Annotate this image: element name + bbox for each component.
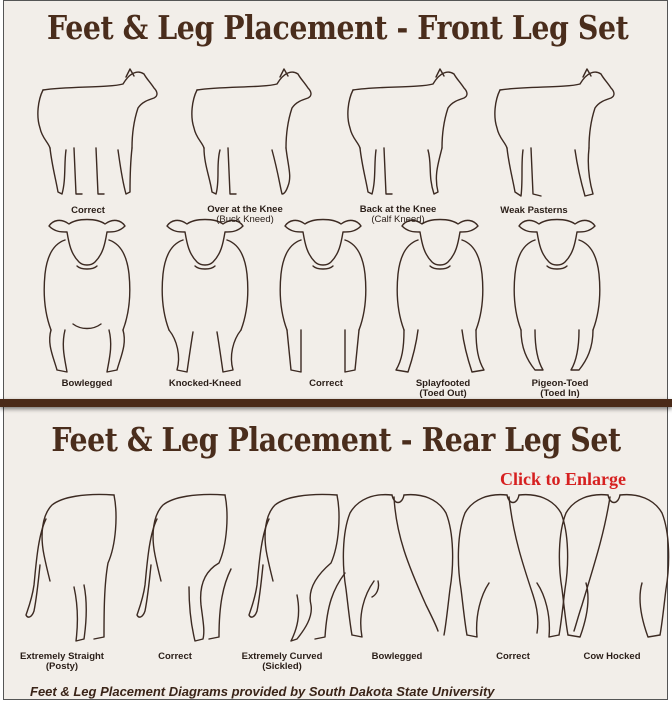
credit-footer: Feet & Leg Placement Diagrams provided b…	[30, 684, 495, 699]
label-knocked-kneed: Knocked-Kneed	[169, 379, 241, 389]
label-front-correct: Correct	[309, 379, 343, 389]
label-rear-back-correct: Correct	[496, 652, 530, 662]
label-pigeon-toed: Pigeon-Toed(Toed In)	[532, 379, 589, 399]
label-front-side-correct: Correct	[71, 206, 105, 216]
click-to-enlarge-link[interactable]: Click to Enlarge	[500, 469, 626, 490]
label-extremely-straight: Extremely Straight(Posty)	[20, 652, 104, 672]
label-cow-hocked: Cow Hocked	[583, 652, 640, 662]
section-divider	[0, 399, 672, 407]
label-weak-pasterns: Weak Pasterns	[500, 206, 567, 216]
label-rear-side-correct: Correct	[158, 652, 192, 662]
label-front-bowlegged: Bowlegged	[62, 379, 113, 389]
label-over-at-the-knee: Over at the Knee(Buck Kneed)	[207, 205, 283, 225]
label-back-at-the-knee: Back at the Knee(Calf Kneed)	[360, 205, 437, 225]
label-splayfooted: Splayfooted(Toed Out)	[416, 379, 470, 399]
rear-leg-set-title: Feet & Leg Placement - Rear Leg Set	[47, 420, 625, 459]
label-rear-bowlegged: Bowlegged	[372, 652, 423, 662]
label-extremely-curved: Extremely Curved(Sickled)	[242, 652, 323, 672]
